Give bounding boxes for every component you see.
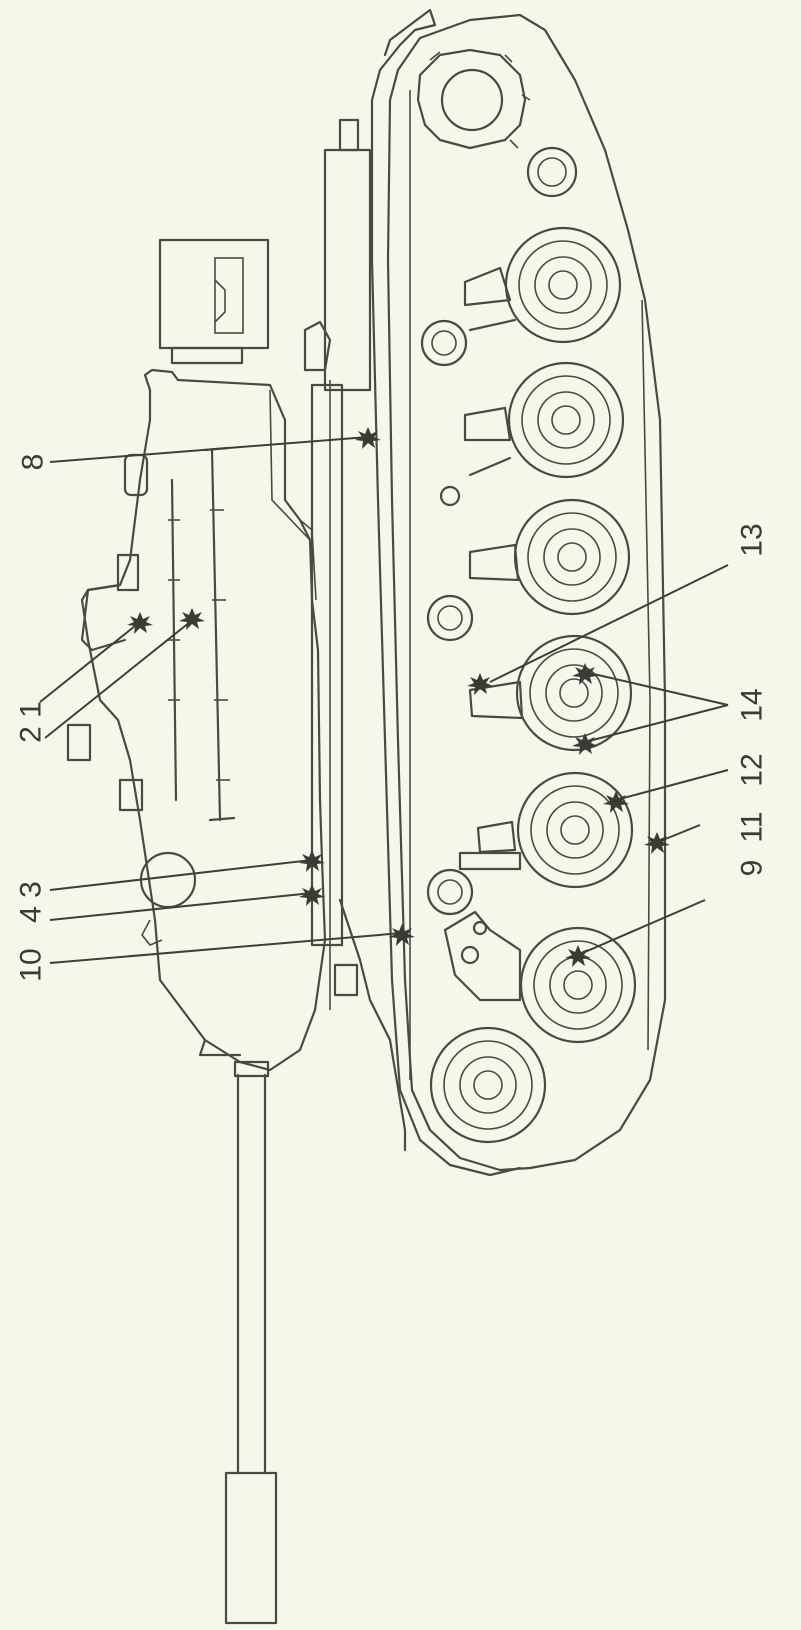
suspension — [443, 266, 524, 1002]
callout-labels: 8 13 2 1 14 12 11 9 4 3 10 — [15, 454, 769, 982]
callout-11: 11 — [736, 811, 769, 842]
road-wheel-5 — [516, 771, 634, 889]
lube-star-9 — [565, 945, 591, 967]
lube-star-14a — [572, 663, 598, 685]
callout-9: 9 — [736, 860, 769, 877]
road-wheel-3 — [513, 498, 631, 616]
lube-star-8 — [355, 427, 381, 449]
lube-star-2 — [179, 608, 205, 630]
return-rollers — [420, 146, 578, 916]
callout-10: 10 — [15, 948, 48, 981]
hull-fenders — [303, 118, 407, 1152]
callout-12: 12 — [736, 753, 769, 786]
callout-14: 14 — [736, 688, 769, 721]
callout-2-1: 2 1 — [15, 701, 48, 743]
lube-star-12 — [603, 791, 629, 813]
road-wheel-1 — [504, 226, 622, 344]
lube-star-4 — [299, 884, 325, 906]
lube-star-1 — [127, 612, 153, 634]
callout-13: 13 — [736, 523, 769, 556]
lube-star-3 — [299, 850, 325, 872]
track — [370, 8, 667, 1177]
leader-lines — [39, 436, 729, 964]
turret — [66, 368, 327, 1072]
road-wheel-4 — [515, 634, 633, 752]
lube-star-13 — [467, 673, 493, 695]
callout-8: 8 — [17, 454, 50, 471]
lube-star-10 — [389, 924, 415, 946]
lube-point-stars — [127, 427, 670, 967]
road-wheel-2 — [507, 361, 625, 479]
idler-wheel — [429, 1026, 547, 1144]
lube-star-11 — [644, 832, 670, 854]
gun-barrel — [224, 1060, 278, 1625]
callout-4-3: 4 3 — [15, 881, 48, 923]
drive-sprocket — [416, 48, 531, 150]
stowage-box — [158, 238, 270, 365]
lube-star-14b — [572, 733, 598, 755]
